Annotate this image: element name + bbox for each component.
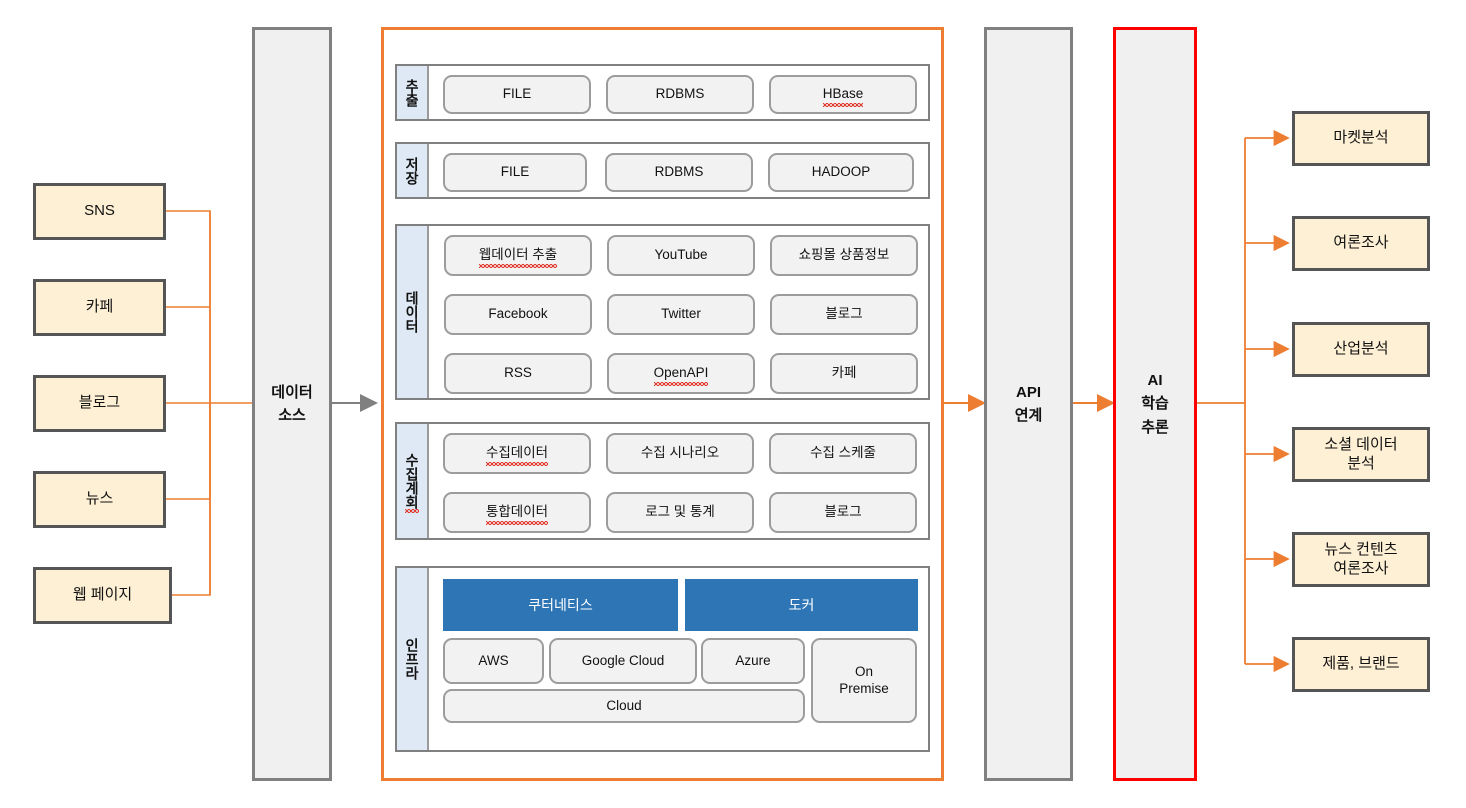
output-label-line-1: 소셜 데이터 — [1324, 435, 1398, 453]
chip-extract-file[interactable]: FILE — [443, 75, 591, 114]
output-box-social-data-analysis[interactable]: 소셜 데이터 분석 — [1292, 427, 1430, 482]
source-label: 뉴스 — [85, 490, 114, 508]
chip-extract-hbase[interactable]: HBase — [769, 75, 917, 114]
pillar-line-1: API — [1015, 383, 1041, 401]
chip-data-twitter[interactable]: Twitter — [607, 294, 755, 335]
section-label-collection-plan: 수집계회 — [397, 424, 429, 538]
chip-infra-azure[interactable]: Azure — [701, 638, 805, 684]
output-label: 마켓분석 — [1333, 129, 1389, 147]
section-data: 데이터 웹데이터 추출 YouTube 쇼핑몰 상품정보 Facebook Tw… — [395, 224, 930, 400]
chip-data-blog[interactable]: 블로그 — [770, 294, 918, 335]
output-label-line-2: 여론조사 — [1333, 559, 1389, 577]
chip-data-openapi[interactable]: OpenAPI — [607, 353, 755, 394]
output-box-public-opinion-survey[interactable]: 여론조사 — [1292, 216, 1430, 271]
output-box-news-content-survey[interactable]: 뉴스 컨텐츠 여론조사 — [1292, 532, 1430, 587]
pillar-api-integration[interactable]: API 연계 — [984, 27, 1073, 781]
output-label: 제품, 브랜드 — [1322, 655, 1400, 673]
chip-infra-docker[interactable]: 도커 — [685, 579, 918, 631]
chip-infra-google-cloud[interactable]: Google Cloud — [549, 638, 697, 684]
chip-infra-kubernetes[interactable]: 쿠터네티스 — [443, 579, 678, 631]
chip-infra-cloud-group[interactable]: Cloud — [443, 689, 805, 723]
output-box-industry-analysis[interactable]: 산업분석 — [1292, 322, 1430, 377]
chip-data-youtube[interactable]: YouTube — [607, 235, 755, 276]
chip-plan-blog[interactable]: 블로그 — [769, 492, 917, 533]
pillar-data-source[interactable]: 데이터 소스 — [252, 27, 332, 781]
section-label-extract: 추출 — [397, 66, 429, 119]
output-label: 산업분석 — [1333, 340, 1389, 358]
source-label: 블로그 — [78, 394, 121, 412]
pillar-ai-training-inference[interactable]: AI 학습 추론 — [1113, 27, 1197, 781]
chip-data-webdata[interactable]: 웹데이터 추출 — [444, 235, 592, 276]
chip-plan-collect-data[interactable]: 수집데이터 — [443, 433, 591, 474]
chip-store-rdbms[interactable]: RDBMS — [605, 153, 753, 192]
source-label: 카페 — [85, 298, 114, 316]
section-store: 저장 FILE RDBMS HADOOP — [395, 142, 930, 199]
chip-plan-integrated-data[interactable]: 통합데이터 — [443, 492, 591, 533]
output-box-product-brand[interactable]: 제품, 브랜드 — [1292, 637, 1430, 692]
chip-plan-schedule[interactable]: 수집 스케줄 — [769, 433, 917, 474]
chip-plan-log-stats[interactable]: 로그 및 통계 — [606, 492, 754, 533]
section-body-extract: FILE RDBMS HBase — [429, 66, 928, 119]
chip-data-shoppingmall[interactable]: 쇼핑몰 상품정보 — [770, 235, 918, 276]
section-label-store: 저장 — [397, 144, 429, 197]
source-label: 웹 페이지 — [72, 586, 133, 604]
source-box-cafe[interactable]: 카페 — [33, 279, 166, 336]
section-collection-plan: 수집계회 수집데이터 수집 시나리오 수집 스케줄 통합데이터 로그 및 통계 … — [395, 422, 930, 540]
pillar-line-1: AI — [1147, 372, 1163, 390]
section-infra: 인프라 쿠터네티스 도커 AWS Google Cloud Azure Clou… — [395, 566, 930, 752]
chip-data-cafe[interactable]: 카페 — [770, 353, 918, 394]
pillar-line-1: 데이터 — [271, 383, 313, 401]
source-box-webpage[interactable]: 웹 페이지 — [33, 567, 172, 624]
section-label-infra: 인프라 — [397, 568, 429, 750]
chip-infra-aws[interactable]: AWS — [443, 638, 544, 684]
source-label: SNS — [84, 202, 115, 220]
source-box-news[interactable]: 뉴스 — [33, 471, 166, 528]
output-label-line-2: 분석 — [1347, 454, 1375, 472]
pillar-line-3: 추론 — [1141, 418, 1169, 436]
pillar-line-2: 소스 — [278, 407, 306, 424]
chip-store-file[interactable]: FILE — [443, 153, 587, 192]
output-label: 여론조사 — [1333, 234, 1389, 252]
chip-extract-rdbms[interactable]: RDBMS — [606, 75, 754, 114]
section-body-store: FILE RDBMS HADOOP — [429, 144, 928, 197]
pillar-line-2: 학습 — [1141, 395, 1169, 413]
chip-plan-scenario[interactable]: 수집 시나리오 — [606, 433, 754, 474]
chip-store-hadoop[interactable]: HADOOP — [768, 153, 914, 192]
source-box-blog[interactable]: 블로그 — [33, 375, 166, 432]
chip-infra-on-premise[interactable]: On Premise — [811, 638, 917, 723]
section-body-data: 웹데이터 추출 YouTube 쇼핑몰 상품정보 Facebook Twitte… — [429, 226, 928, 398]
chip-data-rss[interactable]: RSS — [444, 353, 592, 394]
pillar-line-2: 연계 — [1014, 407, 1043, 424]
source-box-sns[interactable]: SNS — [33, 183, 166, 240]
section-body-infra: 쿠터네티스 도커 AWS Google Cloud Azure Cloud On… — [429, 568, 928, 750]
chip-data-facebook[interactable]: Facebook — [444, 294, 592, 335]
output-box-market-analysis[interactable]: 마켓분석 — [1292, 111, 1430, 166]
section-body-collection-plan: 수집데이터 수집 시나리오 수집 스케줄 통합데이터 로그 및 통계 블로그 — [429, 424, 928, 538]
section-extract: 추출 FILE RDBMS HBase — [395, 64, 930, 121]
output-label-line-1: 뉴스 컨텐츠 — [1324, 540, 1398, 558]
section-label-data: 데이터 — [397, 226, 429, 398]
